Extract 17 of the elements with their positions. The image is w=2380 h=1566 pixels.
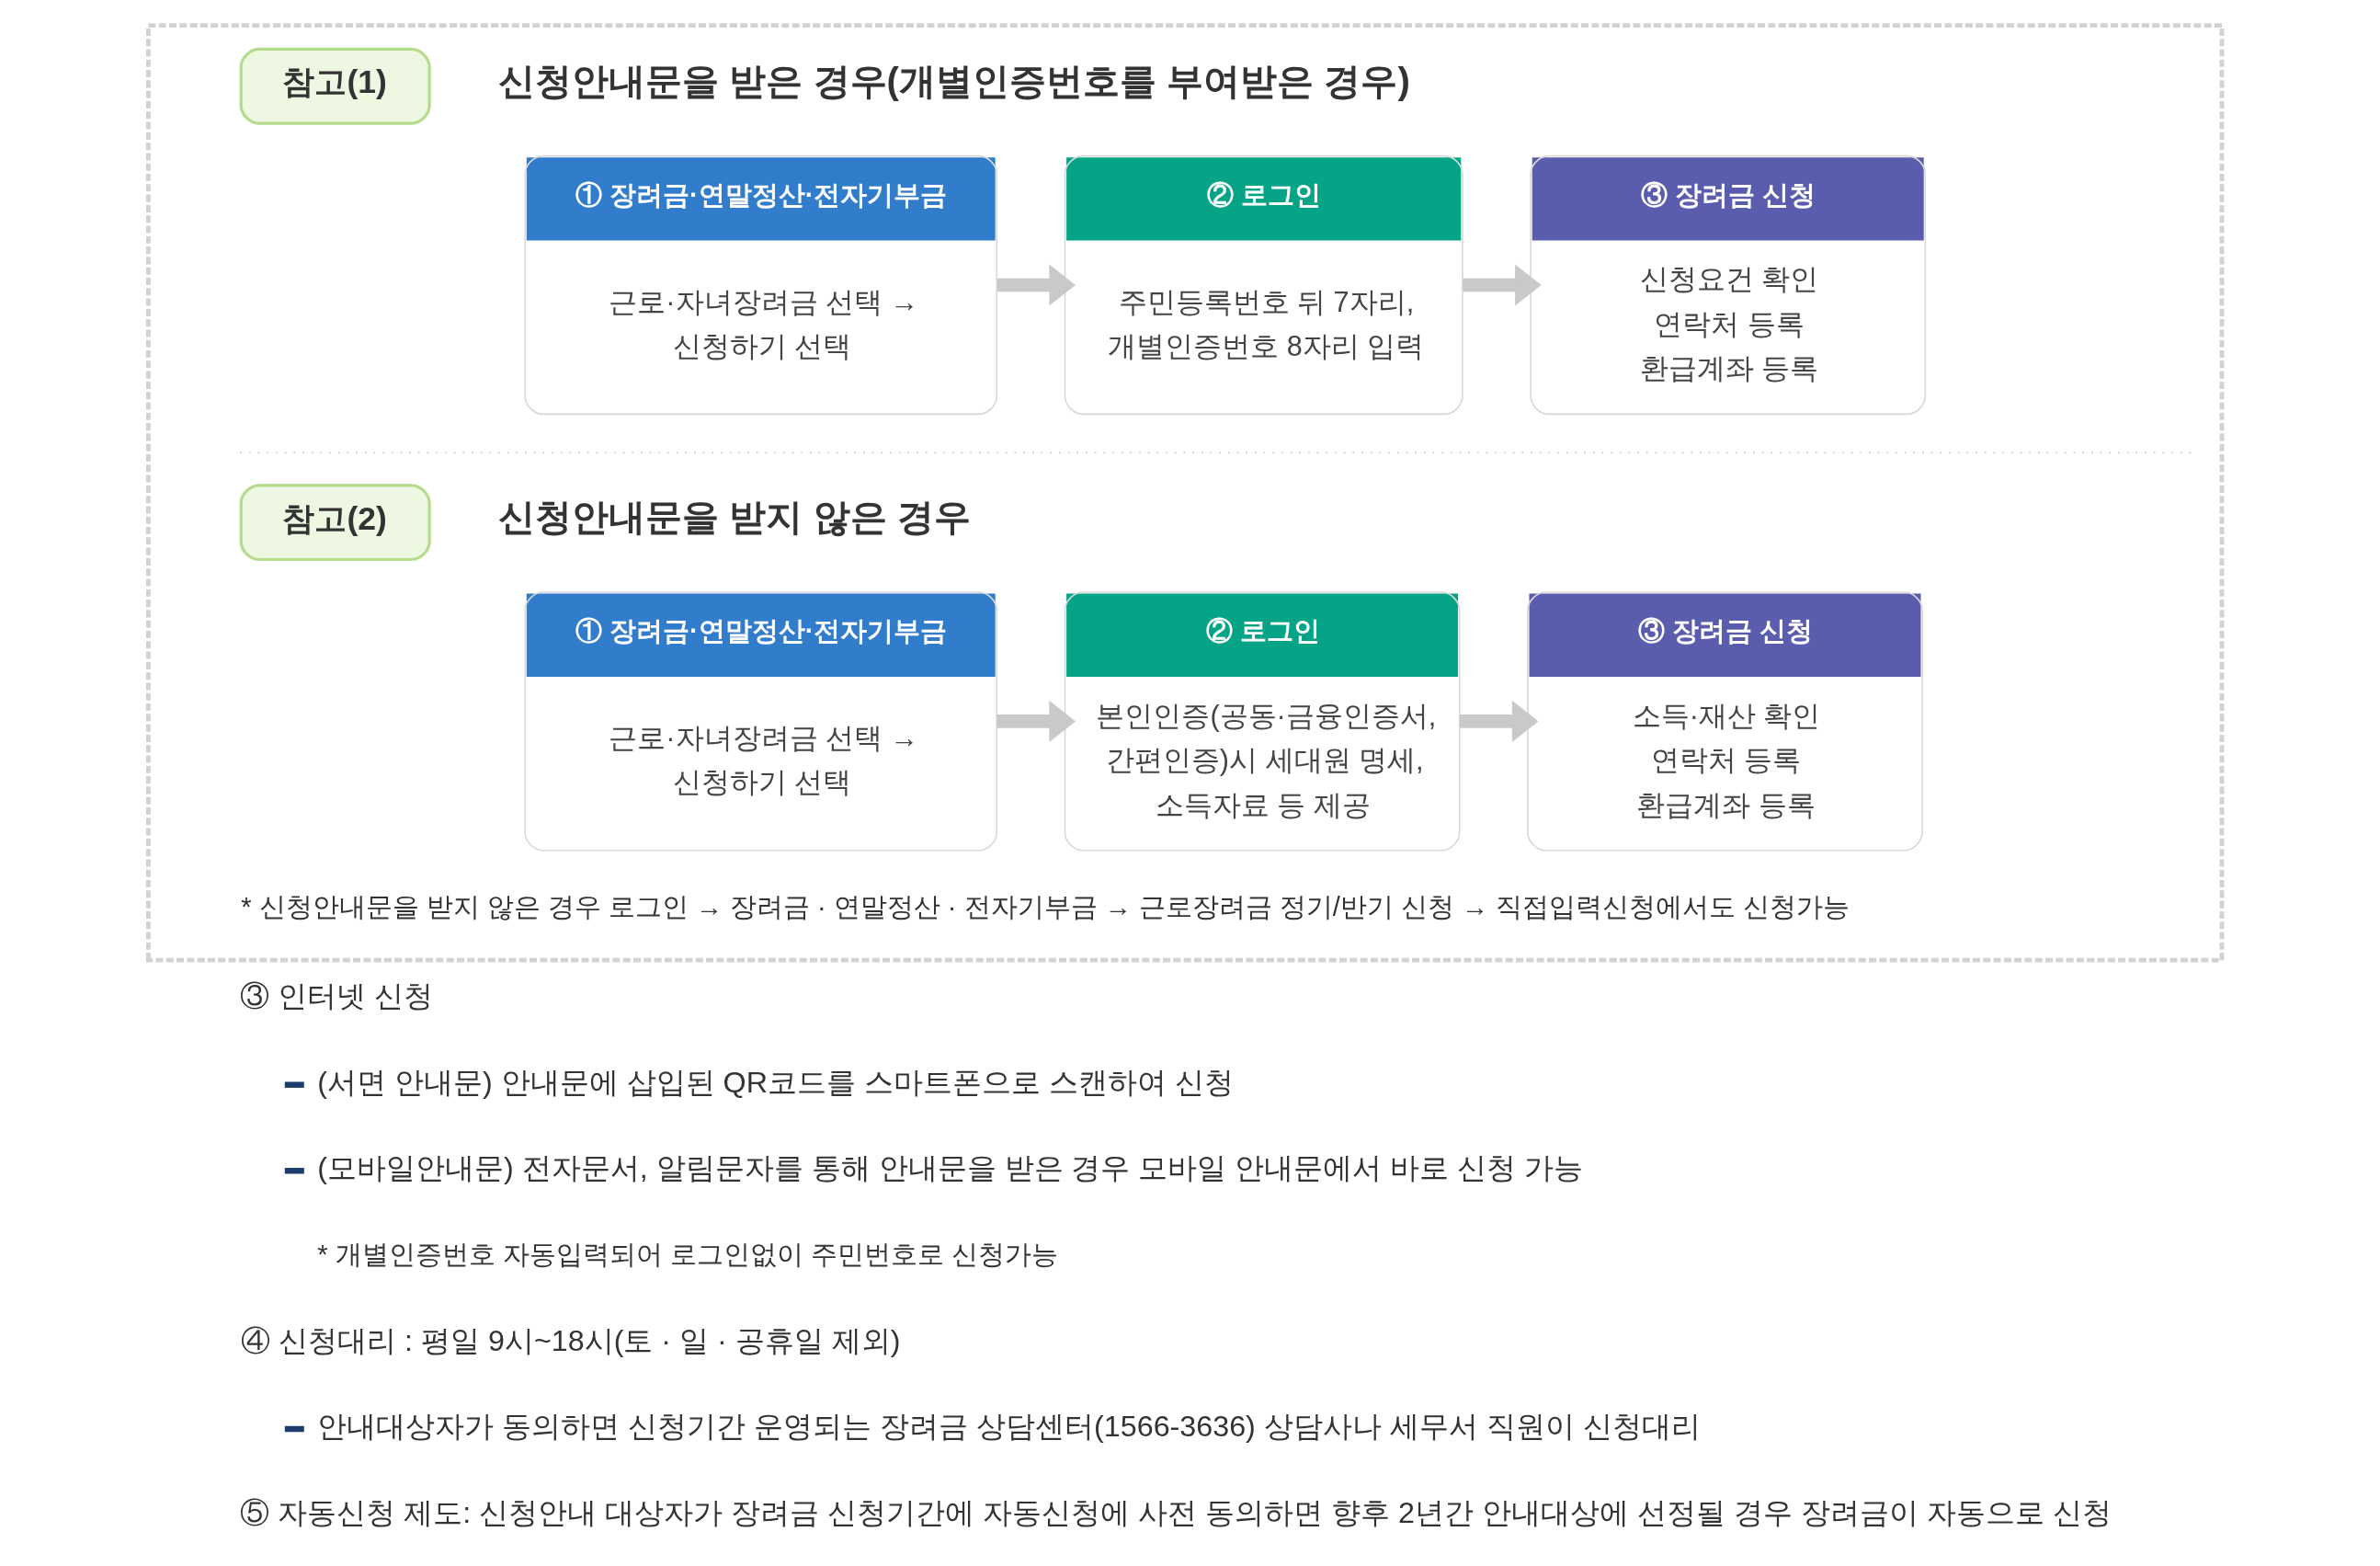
arrow bbox=[996, 700, 1076, 742]
label: * 신청안내문을 받지 않은 경우 로그인 → 장려금 · 연말정산 · 전자기부금 → 근로장려금 정기/반기 신청 → 직접입력신청에서도 신청가능 bbox=[240, 892, 1850, 922]
label: (모바일안내문) 전자문서, 알림문자를 통해 안내문을 받은 경우 모바일 안내문에서 바로 신청 가능 bbox=[316, 1151, 1583, 1185]
arrow bbox=[1459, 700, 1538, 742]
arrow bbox=[1462, 264, 1542, 306]
label: 안내대상자가 동의하면 신청기간 운영되는 장려금 상담센터(1566-3636) 상담사나 세무서 직원이 신청대리 bbox=[316, 1410, 1701, 1444]
node-label: 신청안내문을 받은 경우(개별인증번호를 부여받은 경우) bbox=[497, 59, 1410, 102]
label: ⑤ 자동신청 제도: 신청안내 대상자가 장려금 신청기간에 자동신청에 사전 동의하면 향후 2년간 안내대상에 선정될 경우 장려금이 자동으로 신청 bbox=[239, 1495, 2112, 1529]
label: ④ 신청대리 : 평일 9시~18시(토 · 일 · 공휴일 제외) bbox=[240, 1323, 900, 1357]
label: * 개별인증번호 자동입력되어 로그인없이 주민번호로 신청가능 bbox=[316, 1239, 1058, 1269]
cluster bbox=[145, 23, 2224, 963]
node-box: 참고(1) bbox=[239, 47, 431, 125]
arrow bbox=[996, 264, 1076, 306]
label: ③ 인터넷 신청 bbox=[239, 979, 433, 1013]
node-box: 참고(2) bbox=[239, 484, 431, 562]
label: (서면 안내문) 안내문에 삽입된 QR코드를 스마트폰으로 스캔하여 신청 bbox=[316, 1065, 1234, 1099]
node-label: 신청안내문을 받지 않은 경우 bbox=[497, 496, 971, 539]
